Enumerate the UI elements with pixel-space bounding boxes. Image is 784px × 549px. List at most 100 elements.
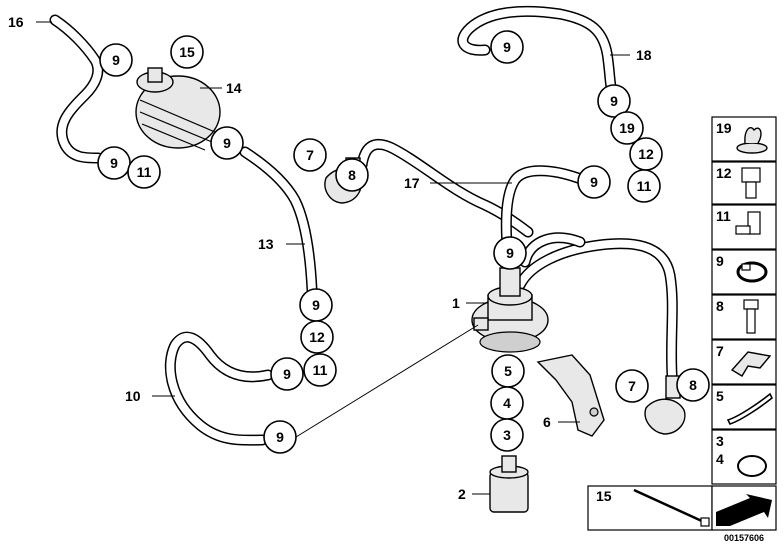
svg-text:9: 9: [610, 93, 618, 109]
legend-cell-8: 8: [711, 294, 777, 340]
bottom-panel: 15 00157606: [587, 485, 777, 543]
svg-text:5: 5: [504, 363, 512, 379]
svg-text:11: 11: [137, 164, 152, 180]
svg-text:8: 8: [716, 298, 724, 314]
clip-icon: [736, 126, 768, 154]
legend-cell-7: 7: [711, 339, 777, 385]
callout-9-g: 9: [490, 30, 524, 64]
svg-text:7: 7: [306, 147, 314, 163]
svg-text:3: 3: [503, 427, 511, 443]
diagram-id: 00157606: [724, 533, 764, 543]
callout-12-b: 12: [629, 137, 663, 171]
svg-text:10: 10: [125, 388, 141, 404]
svg-text:9: 9: [283, 366, 291, 382]
label-16: 16: [8, 14, 24, 30]
cable-tie-icon: [633, 488, 710, 527]
svg-text:4: 4: [716, 451, 724, 467]
legend-cell-11: 11: [711, 204, 777, 250]
hose-18: [457, 5, 618, 98]
hose-17: [500, 165, 584, 264]
hose-13: [239, 146, 318, 296]
svg-text:5: 5: [716, 388, 724, 404]
svg-text:2: 2: [458, 486, 466, 502]
legend-cell-9: 9: [711, 249, 777, 295]
callout-9-e: 9: [270, 357, 304, 391]
valve-lower: [644, 375, 686, 435]
label-10: 10: [125, 388, 141, 404]
callout-9-b: 9: [97, 146, 131, 180]
hose-10: [164, 331, 274, 446]
hose-16: [49, 14, 104, 164]
svg-text:9: 9: [223, 135, 231, 151]
legend-cell-19: 19: [711, 116, 777, 162]
legend-cell-5: 5: [711, 384, 777, 430]
label-14: 14: [226, 80, 242, 96]
svg-text:6: 6: [543, 414, 551, 430]
label-2: 2: [458, 486, 466, 502]
svg-text:9: 9: [503, 39, 511, 55]
callout-11-c: 11: [627, 169, 661, 203]
svg-text:19: 19: [619, 120, 635, 136]
hose-clamp-icon: [736, 261, 768, 283]
label-6: 6: [543, 414, 551, 430]
svg-text:12: 12: [716, 165, 732, 181]
callout-8-a: 8: [335, 158, 369, 192]
legend-cell-12: 12: [711, 161, 777, 205]
svg-text:15: 15: [179, 44, 195, 60]
svg-text:19: 19: [716, 120, 732, 136]
svg-text:00157606: 00157606: [724, 533, 764, 543]
callout-9-d: 9: [299, 288, 333, 322]
label-1: 1: [452, 295, 460, 311]
svg-text:12: 12: [638, 146, 654, 162]
svg-text:9: 9: [110, 155, 118, 171]
callout-9-h: 9: [597, 84, 631, 118]
arrow-logo-icon: [716, 494, 772, 526]
callout-8-b: 8: [676, 368, 710, 402]
elbow-connector-icon: [735, 211, 761, 235]
svg-text:8: 8: [689, 377, 697, 393]
svg-text:9: 9: [112, 52, 120, 68]
svg-text:13: 13: [258, 236, 274, 252]
hose-right: [514, 238, 678, 381]
svg-text:1: 1: [452, 295, 460, 311]
filter-housing-14: [135, 67, 221, 151]
svg-text:16: 16: [8, 14, 24, 30]
svg-text:14: 14: [226, 80, 242, 96]
callout-11-b: 11: [303, 353, 337, 387]
svg-text:11: 11: [313, 362, 328, 378]
callout-15-a: 15: [170, 35, 204, 69]
legend-panel: 19 12 11 9: [711, 116, 777, 485]
svg-text:7: 7: [716, 343, 724, 359]
callout-7-a: 7: [293, 138, 327, 172]
callout-4: 4: [490, 386, 524, 420]
connector-icon: [741, 167, 761, 199]
svg-text:9: 9: [276, 429, 284, 445]
callout-9-f: 9: [263, 420, 297, 454]
svg-text:4: 4: [503, 395, 511, 411]
callout-19-a: 19: [610, 111, 644, 145]
legend-cell-3-4: 3 4: [711, 429, 777, 485]
callout-9-a: 9: [99, 43, 133, 77]
retaining-clip-icon: [730, 351, 772, 377]
label-18: 18: [636, 47, 652, 63]
svg-text:11: 11: [716, 208, 731, 224]
bolt-icon: [743, 299, 759, 334]
bracket-6: [536, 354, 605, 437]
svg-text:9: 9: [312, 297, 320, 313]
svg-text:9: 9: [590, 174, 598, 190]
callout-9-i: 9: [577, 165, 611, 199]
label-13: 13: [258, 236, 274, 252]
svg-text:9: 9: [716, 253, 724, 269]
svg-text:15: 15: [596, 488, 612, 504]
gasket-icon: [726, 392, 774, 425]
logo-cell: [711, 485, 777, 531]
callout-9-c: 9: [210, 126, 244, 160]
callout-9-j: 9: [493, 236, 527, 270]
callout-7-b: 7: [615, 369, 649, 403]
svg-text:9: 9: [506, 245, 514, 261]
label-17: 17: [404, 175, 420, 191]
pressure-regulator-1: [471, 267, 549, 353]
callout-12-a: 12: [300, 320, 334, 354]
svg-text:12: 12: [309, 329, 325, 345]
